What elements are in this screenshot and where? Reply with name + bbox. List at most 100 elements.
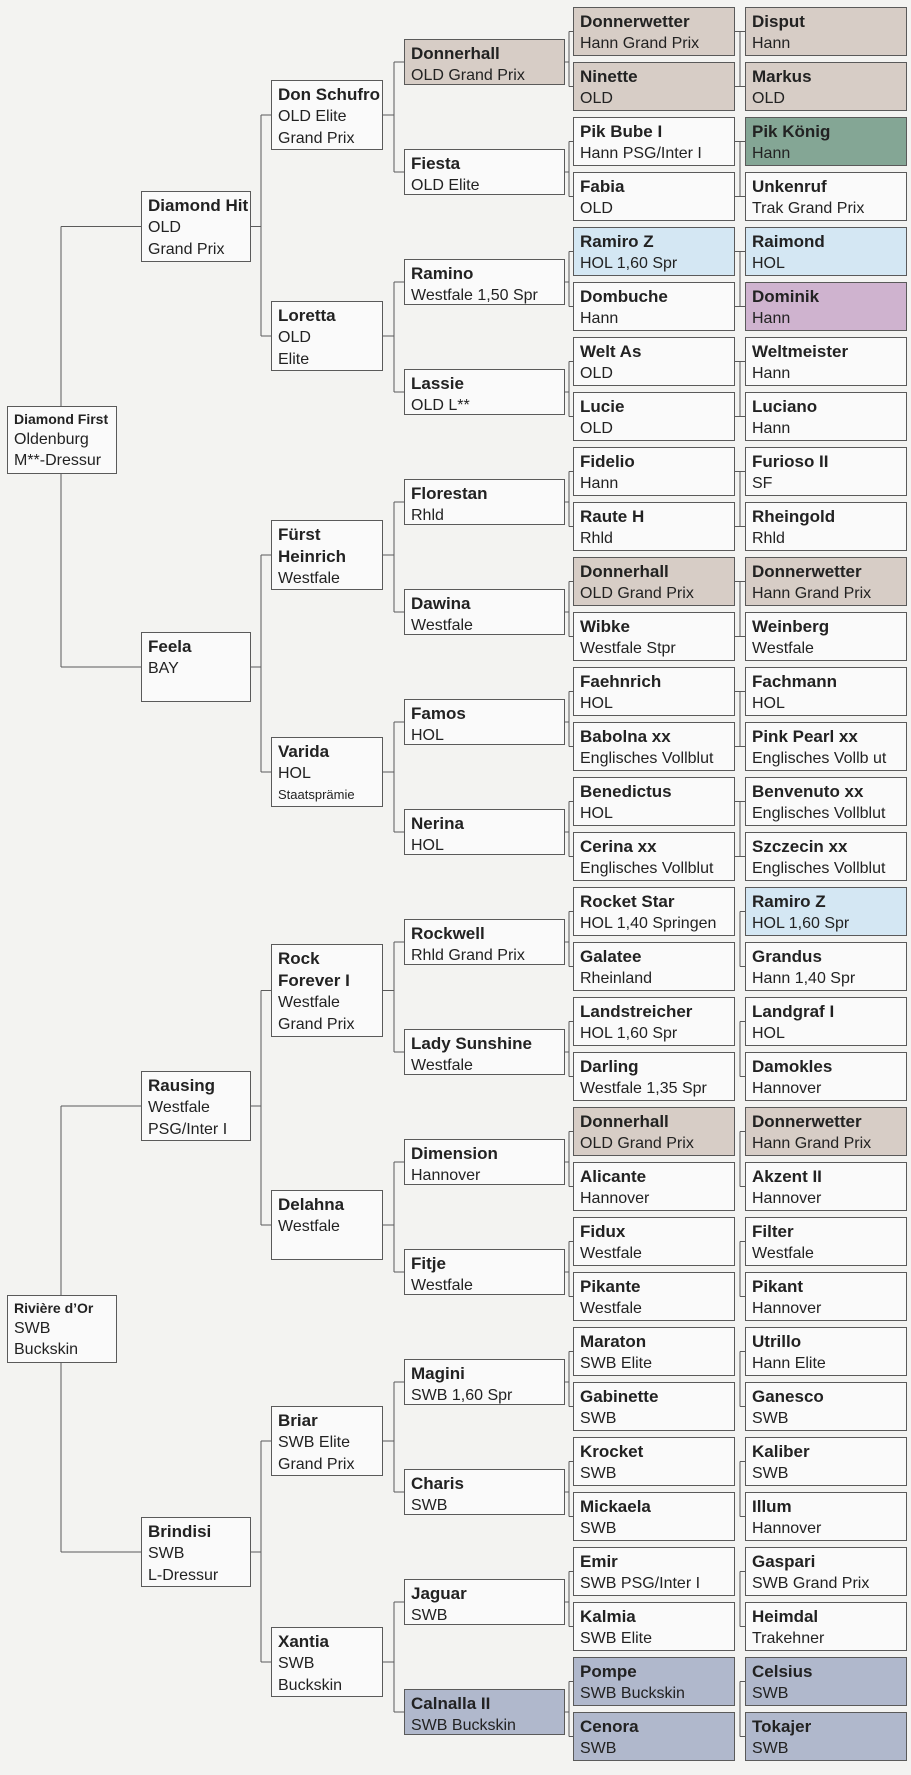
- horse-name: Filter: [752, 1222, 794, 1241]
- horse-name: Darling: [580, 1057, 639, 1076]
- horse-name: Landstreicher: [580, 1002, 693, 1021]
- horse-detail: Buckskin: [14, 1341, 79, 1358]
- horse-detail: SWB: [580, 1410, 617, 1427]
- horse-name: Briar: [278, 1411, 318, 1430]
- horse-name: Raimond: [752, 232, 825, 251]
- horse-detail: SWB: [411, 1497, 448, 1514]
- horse-detail: Hannover: [752, 1190, 822, 1207]
- horse-detail: SWB Elite: [580, 1630, 653, 1647]
- horse-name: Fitje: [411, 1254, 446, 1273]
- horse-name: Lady Sunshine: [411, 1034, 532, 1053]
- horse-detail: Hannover: [752, 1080, 822, 1097]
- horse-name: Luciano: [752, 397, 818, 416]
- horse-detail: Elite: [278, 351, 310, 368]
- horse-detail: OLD Elite: [278, 108, 347, 125]
- horse-name: Szczecin xx: [752, 837, 848, 856]
- horse-name: Tokajer: [752, 1717, 812, 1736]
- horse-detail: Hann Elite: [752, 1355, 826, 1372]
- horse-detail: HOL: [752, 695, 785, 712]
- horse-name: Celsius: [752, 1662, 813, 1681]
- horse-name: Donnerhall: [580, 1112, 669, 1131]
- horse-detail: Hann: [752, 35, 791, 52]
- horse-detail: Englisches Vollblut: [580, 750, 714, 767]
- horse-name: Ramiro Z: [752, 892, 826, 911]
- horse-detail: Hann 1,40 Spr: [752, 970, 856, 987]
- horse-detail: SWB Elite: [580, 1355, 653, 1372]
- horse-detail: HOL 1,60 Spr: [580, 255, 678, 272]
- horse-name: Donnerwetter: [752, 562, 862, 581]
- horse-name: Lucie: [580, 397, 625, 416]
- horse-detail: Englisches Vollblut: [752, 805, 886, 822]
- horse-detail: SWB: [752, 1740, 789, 1757]
- horse-name: Disput: [752, 12, 805, 31]
- horse-detail: Hann: [752, 365, 791, 382]
- horse-name: Fachmann: [752, 672, 838, 691]
- horse-detail: L-Dressur: [148, 1567, 219, 1584]
- horse-detail: M**-Dressur: [14, 452, 102, 469]
- horse-name: Pompe: [580, 1662, 637, 1681]
- horse-detail: Westfale: [278, 1218, 340, 1235]
- horse-detail: Hann Grand Prix: [752, 1135, 872, 1152]
- horse-name: Charis: [411, 1474, 464, 1493]
- horse-name: Damokles: [752, 1057, 833, 1076]
- horse-box: Babolna xx Englisches Vollblut: [573, 722, 735, 771]
- horse-detail: SWB: [14, 1320, 51, 1337]
- horse-name: Dominik: [752, 287, 820, 306]
- horse-name: Rocket Star: [580, 892, 675, 911]
- horse-detail: Englisches Vollblut: [580, 860, 714, 877]
- horse-detail: Westfale: [752, 1245, 814, 1262]
- horse-name: Don Schufro: [278, 85, 380, 104]
- horse-name: Pikant: [752, 1277, 804, 1296]
- horse-name: Florestan: [411, 484, 488, 503]
- horse-name: Ramiro Z: [580, 232, 654, 251]
- horse-name: Raute H: [580, 507, 645, 526]
- horse-detail: OLD: [278, 329, 311, 346]
- horse-name: Donnerhall: [580, 562, 669, 581]
- horse-name: Babolna xx: [580, 727, 671, 746]
- horse-detail: OLD: [580, 365, 613, 382]
- horse-detail: Trakehner: [752, 1630, 825, 1647]
- horse-detail: SWB: [278, 1655, 315, 1672]
- horse-detail: Westfale: [411, 617, 473, 634]
